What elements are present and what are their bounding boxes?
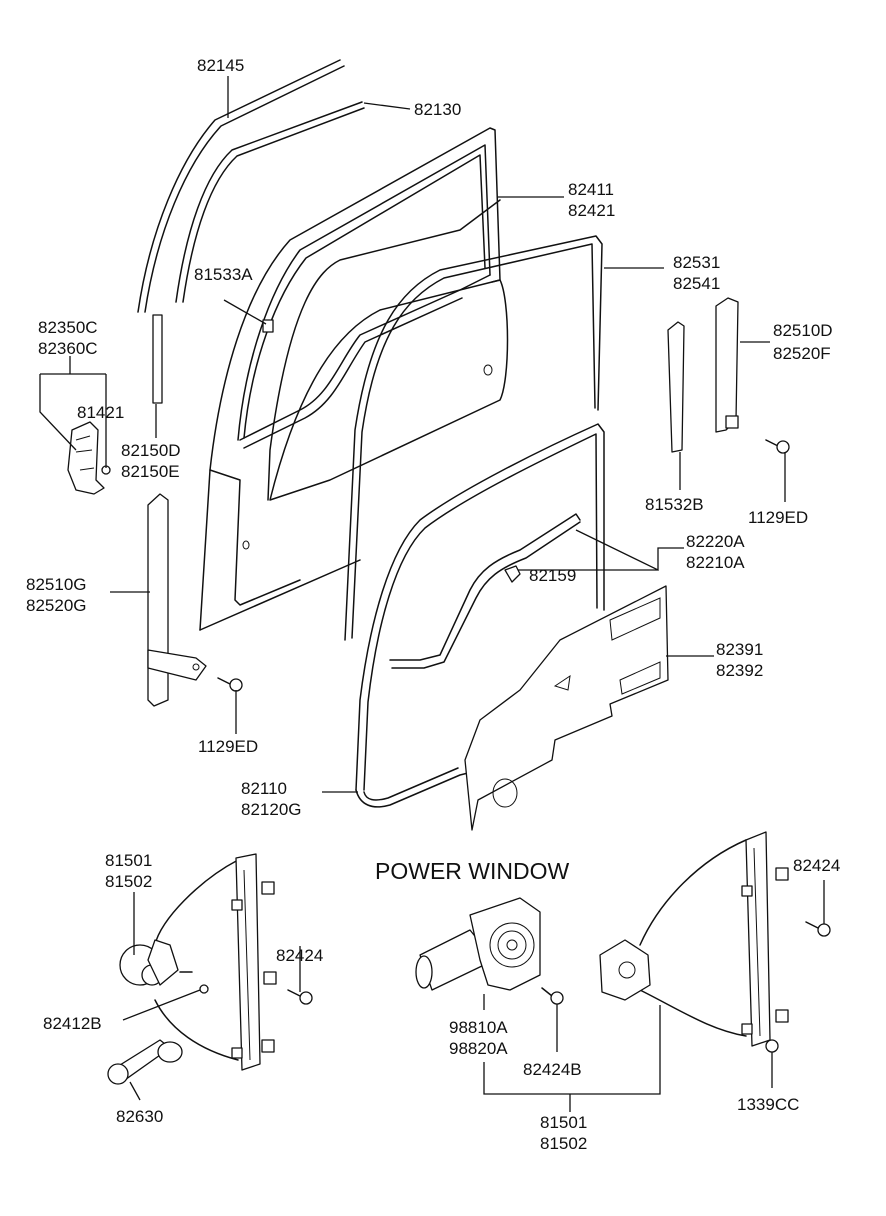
callout-82411: 82411 [568, 180, 614, 199]
part-82130-run [175, 101, 365, 303]
part-82150D-strip [152, 314, 163, 404]
callout-82150D: 82150D [121, 441, 181, 460]
callout-81421: 81421 [77, 403, 124, 422]
callout-82391: 82391 [716, 640, 763, 659]
callout-82120G: 82120G [241, 800, 302, 819]
callout-82510G: 82510G [26, 575, 87, 594]
callout-82424B: 82424B [523, 1060, 582, 1079]
part-door-glass [269, 279, 509, 501]
part-82424B-screw [541, 987, 564, 1005]
callout-82424-right: 82424 [793, 856, 840, 875]
leader-lines [39, 76, 825, 1112]
part-82110-weatherstrip [355, 423, 605, 808]
callout-82412B: 82412B [43, 1014, 102, 1033]
callout-82350C: 82350C [38, 318, 98, 337]
part-82424-screw-mid [287, 989, 313, 1005]
callout-82424-mid: 82424 [276, 946, 323, 965]
callout-82541: 82541 [673, 274, 720, 293]
part-81533A-clip [262, 319, 274, 333]
callout-82510D: 82510D [773, 321, 833, 340]
callout-82392: 82392 [716, 661, 763, 680]
callout-82130: 82130 [414, 100, 461, 119]
callout-1129ED-left: 1129ED [198, 737, 258, 756]
callout-82520G: 82520G [26, 596, 87, 615]
diagram-title: POWER WINDOW [375, 858, 569, 884]
callout-81533A: 81533A [194, 265, 253, 284]
part-82510D-channel [715, 297, 739, 433]
part-82531-run-channel [344, 235, 603, 641]
callout-82210A: 82210A [686, 553, 745, 572]
part-82159-clip [504, 565, 521, 583]
callout-81532B: 81532B [645, 495, 704, 514]
callout-82421: 82421 [568, 201, 615, 220]
part-82510G-channel [147, 493, 207, 707]
part-1339CC-nut [765, 1039, 779, 1053]
part-82145-glass-run [137, 59, 345, 313]
part-82391-trim-panel [464, 585, 669, 831]
callout-81502-power: 81502 [540, 1134, 587, 1153]
part-82350C-handle [67, 421, 111, 495]
callout-81501-manual: 81501 [105, 851, 152, 870]
callout-1129ED-right: 1129ED [748, 508, 808, 527]
part-1129ED-screw-right [765, 439, 790, 454]
part-81532B-strip [667, 321, 685, 453]
callout-1339CC: 1339CC [737, 1095, 799, 1114]
callout-82630: 82630 [116, 1107, 163, 1126]
part-82411-door-panel [199, 127, 501, 631]
callout-82145: 82145 [197, 56, 244, 75]
callout-82220A: 82220A [686, 532, 745, 551]
part-98810A-motor [415, 897, 541, 991]
part-82412B-bushing [199, 984, 209, 994]
part-82220A-belt-strip [389, 513, 581, 669]
callout-81501-power: 81501 [540, 1113, 587, 1132]
part-81501-power-regulator [599, 831, 789, 1047]
part-1129ED-screw-left [217, 677, 243, 692]
part-82424-screw-right [805, 921, 831, 937]
callout-82110: 82110 [241, 779, 287, 798]
callout-labels: 82145 82130 82411 82421 81533A 82531 825… [26, 56, 840, 1153]
callout-98810A: 98810A [449, 1018, 508, 1037]
callout-82150E: 82150E [121, 462, 180, 481]
callout-81502-manual: 81502 [105, 872, 152, 891]
callout-82360C: 82360C [38, 339, 98, 358]
part-82630-crank [107, 1039, 183, 1085]
callout-82159: 82159 [529, 566, 576, 585]
callout-82520F: 82520F [773, 344, 831, 363]
callout-98820A: 98820A [449, 1039, 508, 1058]
part-81501-manual-regulator [119, 853, 277, 1071]
callout-82531: 82531 [673, 253, 720, 272]
